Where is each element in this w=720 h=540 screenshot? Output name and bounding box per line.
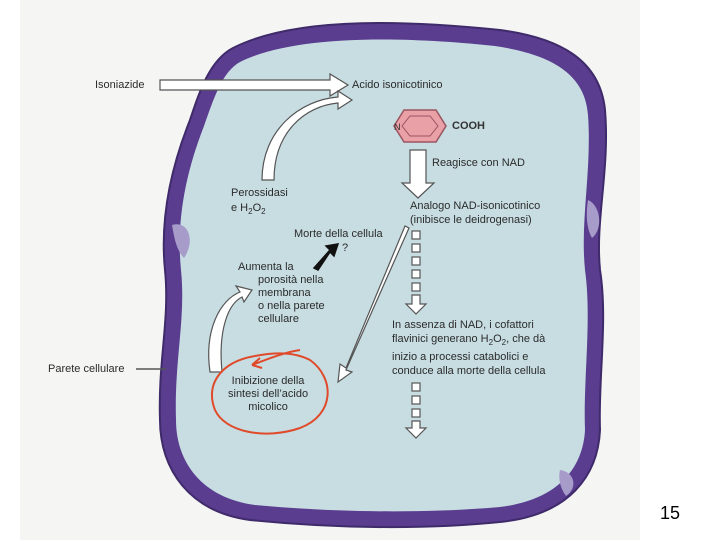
assenza-2b: , che dà xyxy=(506,333,546,345)
inibizione-line-1: Inibizione della xyxy=(231,375,305,387)
analogo-line-1: Analogo NAD-isonicotinico xyxy=(410,200,541,212)
assenza-line-1: In assenza di NAD, i cofattori xyxy=(392,319,534,331)
annotation-arrow xyxy=(251,349,301,369)
label-inibizione: Inibizione della sintesi dell’acido mico… xyxy=(228,375,308,414)
inibizione-line-2: sintesi dell’acido xyxy=(228,388,309,400)
assenza-line-2: flavinici generano H2O2, che dà xyxy=(392,332,545,350)
aumenta-line-3: membrana xyxy=(258,287,311,299)
label-aumenta: Aumenta la porosità nella membrana o nel… xyxy=(238,261,325,326)
inhibition-arrow xyxy=(337,225,410,384)
acido-text: Acido isonicotinico xyxy=(352,79,443,91)
inibizione-line-3: micolico xyxy=(248,401,288,413)
label-morte: Morte della cellula ? xyxy=(294,227,383,255)
dashed-column-lower xyxy=(411,382,421,418)
reagisce-arrow xyxy=(400,149,436,199)
label-parete: Parete cellulare xyxy=(48,363,124,376)
label-assenza: In assenza di NAD, i cofattori flavinici… xyxy=(392,318,545,378)
ring-n-text: N xyxy=(394,122,401,132)
analogo-line-2: (inibisce le deidrogenasi) xyxy=(410,214,532,226)
aumenta-line-5: cellulare xyxy=(258,313,299,325)
morte-line: Morte della cellula xyxy=(294,228,383,240)
label-acido: Acido isonicotinico xyxy=(352,79,443,92)
label-isoniazide: Isoniazide xyxy=(95,79,145,92)
isoniazide-text: Isoniazide xyxy=(95,79,145,91)
perossidasi-sub-1: 2 xyxy=(248,207,253,217)
aumenta-line-1: Aumenta la xyxy=(238,261,294,273)
perossidasi-line-2: e H2O2 xyxy=(231,201,288,219)
label-cooh: COOH xyxy=(452,120,485,133)
assenza-arrow xyxy=(404,294,428,315)
assenza-o: O xyxy=(493,333,502,345)
aumenta-line-2: porosità nella xyxy=(258,274,324,286)
assenza-sub-2: 2 xyxy=(501,338,507,348)
isoniazide-arrow xyxy=(159,72,350,98)
membrane-pocket xyxy=(172,224,190,258)
dashed-column xyxy=(411,230,421,292)
assenza-2a: flavinici generano H xyxy=(392,333,489,345)
parete-text: Parete cellulare xyxy=(48,363,125,375)
perossidasi-e-h: e H xyxy=(231,202,249,214)
morte-arrow xyxy=(312,243,340,271)
reagisce-text: Reagisce con NAD xyxy=(432,157,525,169)
perossidasi-sub-2: 2 xyxy=(261,207,266,217)
morte-question: ? xyxy=(342,242,349,254)
membrane-pocket xyxy=(559,470,574,496)
aumenta-line-4: o nella parete xyxy=(258,300,325,312)
membrane-pocket xyxy=(586,200,600,238)
perossidasi-line-1: Perossidasi xyxy=(231,187,288,199)
assenza-line-4: conduce alla morte della cellula xyxy=(392,365,546,378)
porosity-arrow xyxy=(208,285,253,373)
cytoplasm xyxy=(175,39,589,512)
perossidasi-o: O xyxy=(252,202,262,214)
label-ring-n: N xyxy=(394,121,401,134)
cooh-text: COOH xyxy=(452,120,485,132)
label-analogo: Analogo NAD-isonicotinico (inibisce le d… xyxy=(410,199,540,227)
assenza-sub-1: 2 xyxy=(488,338,494,348)
perossidasi-arrow xyxy=(261,89,354,181)
label-reagisce: Reagisce con NAD xyxy=(432,157,525,170)
annotation-circle xyxy=(210,352,329,435)
final-arrow xyxy=(404,420,428,439)
assenza-line-3: inizio a processi catabolici e xyxy=(392,351,529,364)
page-number: 15 xyxy=(660,503,681,523)
isonicotinic-ring xyxy=(393,109,447,143)
label-perossidasi: Perossidasi e H2O2 xyxy=(231,186,288,219)
